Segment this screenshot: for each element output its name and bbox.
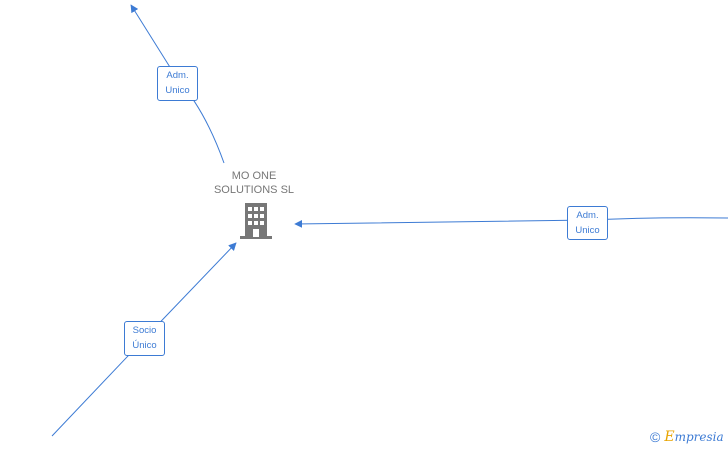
relation-label-adm-unico-top[interactable]: Adm. Unico — [157, 66, 198, 101]
empresia-watermark: ©Empresia — [650, 429, 724, 445]
copyright-icon: © — [650, 429, 661, 445]
relation-label-socio-unico[interactable]: Socio Único — [124, 321, 165, 356]
building-icon[interactable] — [239, 203, 273, 239]
company-name[interactable]: MO ONE SOLUTIONS SL — [213, 170, 295, 196]
brand-initial: E — [664, 429, 675, 445]
relation-label-adm-unico-right[interactable]: Adm. Unico — [567, 206, 608, 240]
edge-adm-right — [294, 217, 728, 228]
brand-name: mpresia — [674, 430, 724, 444]
